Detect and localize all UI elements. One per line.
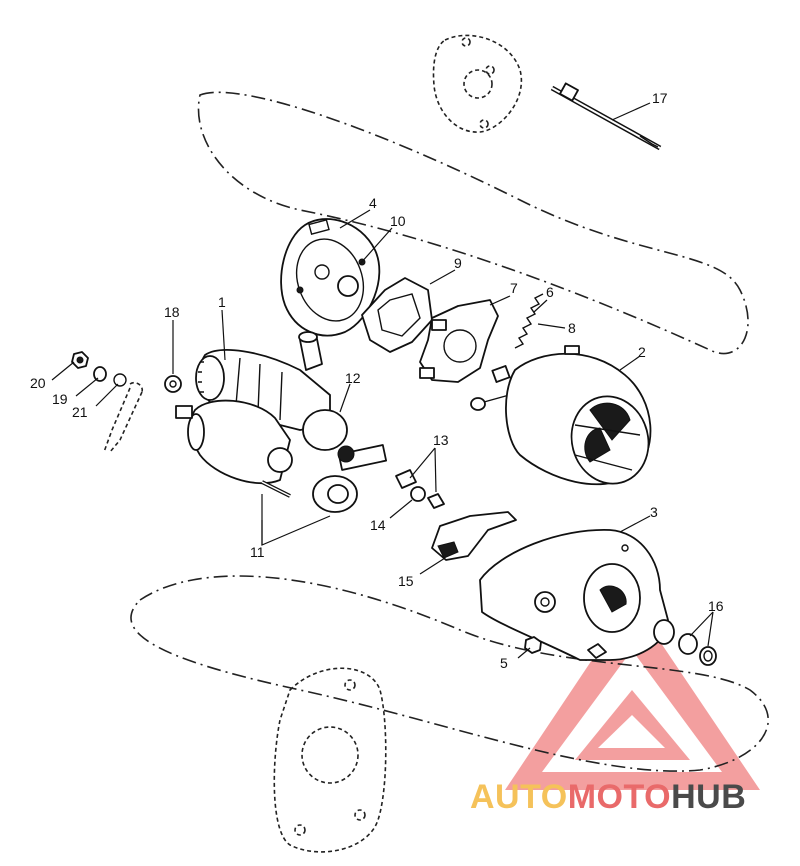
callout-1: 1 [218, 294, 226, 310]
callout-14: 14 [370, 517, 386, 533]
callout-20: 20 [30, 375, 46, 391]
watermark-logo: AUTOMOTOHUB [470, 778, 746, 822]
callout-12: 12 [345, 370, 361, 386]
watermark-auto-text: AUTO [470, 778, 568, 816]
pinion-gear [312, 475, 358, 513]
lower-group-boundary [130, 575, 770, 772]
starter-motor-assembly [175, 349, 388, 485]
callout-19: 19 [52, 391, 68, 407]
bushings [678, 633, 717, 666]
callout-21: 21 [72, 404, 88, 420]
upper-group-boundary [197, 91, 749, 355]
watermark-logo-triangle [505, 600, 760, 790]
field-frame-yoke [505, 345, 652, 486]
callout-2: 2 [638, 344, 646, 360]
upper-gasket-ghost [432, 34, 523, 133]
through-bolt [550, 82, 662, 151]
commutator-end-cover [280, 218, 381, 337]
shift-lever [431, 511, 517, 561]
leader-lines [51, 102, 714, 659]
callout-6: 6 [546, 284, 554, 300]
callout-17: 17 [652, 90, 668, 106]
callout-11: 11 [250, 544, 265, 560]
bushing-sleeve [298, 331, 323, 371]
callout-15: 15 [398, 573, 414, 589]
washer-18 [164, 375, 182, 393]
callout-8: 8 [568, 320, 576, 336]
terminal-washer [93, 366, 107, 382]
callout-10: 10 [390, 213, 406, 229]
callout-9: 9 [454, 255, 462, 271]
watermark-moto-text: MOTO [567, 778, 672, 816]
callout-5: 5 [500, 655, 508, 671]
callout-13: 13 [433, 432, 449, 448]
callout-3: 3 [650, 504, 658, 520]
mounting-studs [261, 480, 291, 498]
brush-holder [419, 299, 499, 383]
watermark-hub-text: HUB [671, 778, 747, 816]
callout-4: 4 [369, 195, 377, 211]
terminal-nut [71, 351, 89, 369]
lower-gasket-ghost [273, 667, 387, 853]
cable-lug [103, 373, 144, 453]
callout-18: 18 [164, 304, 180, 320]
retaining-clips [395, 469, 445, 509]
drive-end-housing [479, 529, 675, 661]
callout-16: 16 [708, 598, 724, 614]
terminal-stud [470, 365, 521, 411]
callout-7: 7 [510, 280, 518, 296]
brush-plate-gasket [361, 277, 433, 353]
brush-spring [514, 293, 544, 349]
